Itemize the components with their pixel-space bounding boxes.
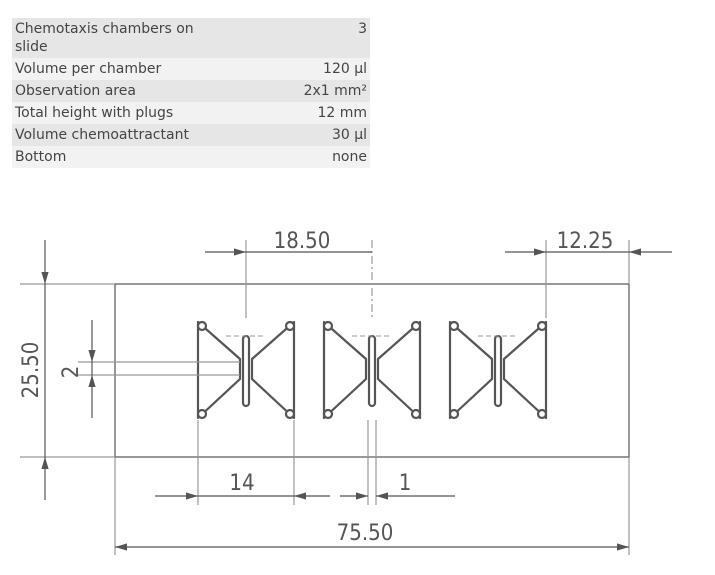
chamber [196,320,296,420]
spec-label: Total height with plugs [15,105,174,121]
dim-length: 75.50 [337,521,394,546]
spec-label: Observation area [15,83,136,99]
table-row: Observation area 2x1 mm² [12,80,370,102]
table-row: Total height with plugs 12 mm [12,102,370,124]
spec-value: 3 [358,21,367,37]
dim-height: 25.50 [19,342,44,399]
specs-table: Chemotaxis chambers on slide 3 Volume per… [12,18,370,168]
spec-value: 2x1 mm² [303,83,367,99]
dim-bar: 1 [399,471,412,496]
chamber [322,320,422,420]
table-row: Bottom none [12,146,370,168]
spec-value: 30 µl [331,127,367,143]
dim-chamber-width: 14 [229,471,254,496]
spec-value: 120 µl [323,61,367,77]
spec-value: none [332,149,367,165]
table-row: Volume chemoattractant 30 µl [12,124,370,146]
dim-pitch: 18.50 [274,229,331,254]
dim-channel: 2 [59,366,84,379]
table-row: Chemotaxis chambers on slide 3 [12,18,370,58]
spec-label: Chemotaxis chambers on slide [15,21,194,55]
spec-value: 12 mm [317,105,367,121]
chamber [448,320,548,420]
dim-edge: 12.25 [557,229,614,254]
spec-label: Volume chemoattractant [15,127,189,143]
spec-label: Bottom [15,149,67,165]
spec-label: Volume per chamber [15,61,162,77]
table-row: Volume per chamber 120 µl [12,58,370,80]
chambers [196,320,548,420]
